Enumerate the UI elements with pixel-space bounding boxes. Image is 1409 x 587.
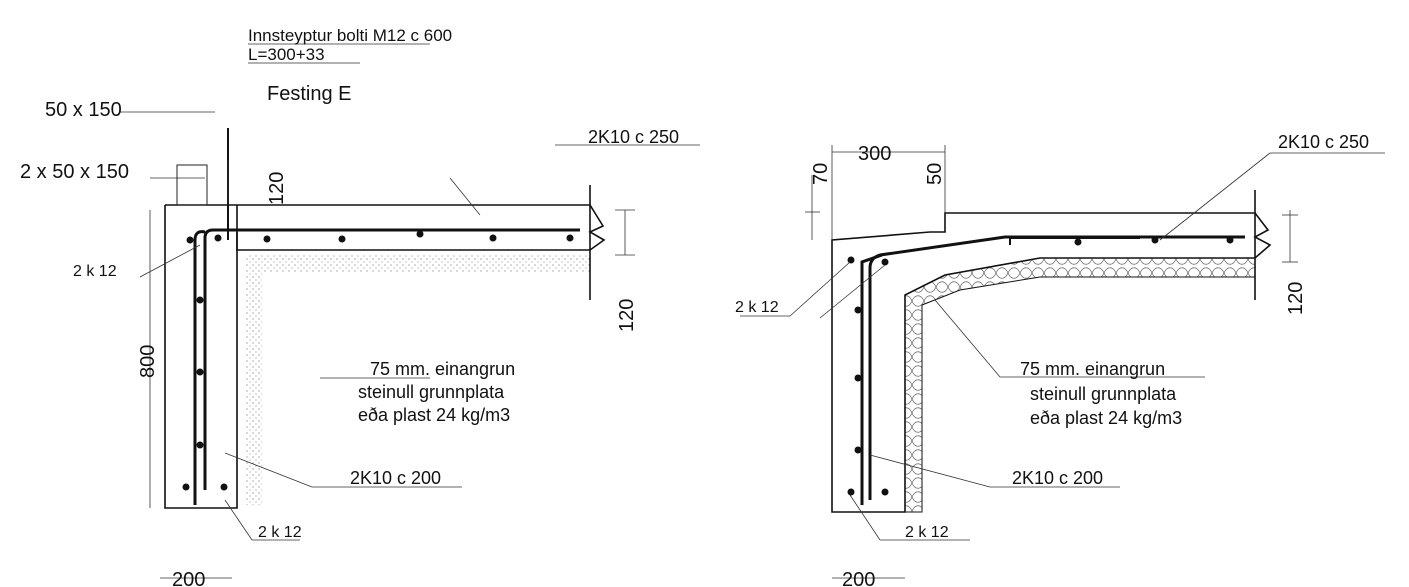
right-dim-width: 200: [842, 569, 875, 587]
left-leaders: [120, 43, 700, 541]
right-dimensions: [805, 145, 1298, 579]
left-wall-outline: [164, 205, 238, 509]
left-dim-right: 120: [616, 299, 638, 332]
left-rebar-dots: [182, 230, 574, 491]
left-timber-double: 2 x 50 x 150: [20, 161, 129, 183]
left-corner-bars: 2 k 12: [73, 263, 117, 280]
left-wall-rebar: 2K10 c 200: [350, 468, 441, 488]
left-timber-single: 50 x 150: [45, 99, 122, 121]
left-rebar-main: [203, 228, 580, 490]
left-slab-outline: [165, 204, 606, 251]
left-bolt-label: Innsteyptur bolti M12 c 600: [248, 26, 452, 45]
left-dimensions: [149, 160, 635, 579]
left-insulation-line1: 75 mm. einangrun: [370, 359, 515, 379]
right-dim-300: 300: [858, 143, 891, 165]
left-bottom-bars: 2 k 12: [258, 524, 302, 541]
right-detail: 70 300 50 2K10 c 250 2 k 12 120 75 mm. e…: [735, 132, 1385, 587]
right-rebar-dots: [847, 236, 1234, 496]
left-dim-width: 200: [172, 569, 205, 587]
right-insulation-line2: steinull grunnplata: [1030, 384, 1177, 404]
right-dim-50: 50: [924, 163, 946, 185]
left-top-rebar: 2K10 c 250: [588, 127, 679, 147]
right-corner-bars: 2 k 12: [735, 299, 779, 316]
left-fixing-label: Festing E: [267, 83, 351, 105]
left-dim-top: 120: [266, 172, 288, 205]
right-leaders: [740, 152, 1385, 541]
right-insulation-line3: eða plast 24 kg/m3: [1030, 408, 1182, 428]
right-bottom-bars: 2 k 12: [905, 524, 949, 541]
right-top-rebar: 2K10 c 250: [1278, 132, 1369, 152]
right-insulation-line1: 75 mm. einangrun: [1020, 359, 1165, 379]
right-dim-70: 70: [810, 163, 832, 185]
left-rebar-secondary: [193, 230, 206, 505]
right-dim-right: 120: [1285, 282, 1307, 315]
left-detail: Innsteyptur bolti M12 c 600 L=300+33 Fes…: [20, 26, 700, 587]
left-dim-height: 800: [137, 345, 159, 378]
left-bolt-length: L=300+33: [248, 45, 325, 64]
right-rebar-secondary: [860, 253, 883, 505]
left-insulation-line2: steinull grunnplata: [358, 382, 505, 402]
right-wall-rebar: 2K10 c 200: [1012, 468, 1103, 488]
left-timber-plate: [176, 164, 208, 206]
right-rebar-upper: [1009, 237, 1140, 245]
left-insulation-line3: eða plast 24 kg/m3: [358, 405, 510, 425]
